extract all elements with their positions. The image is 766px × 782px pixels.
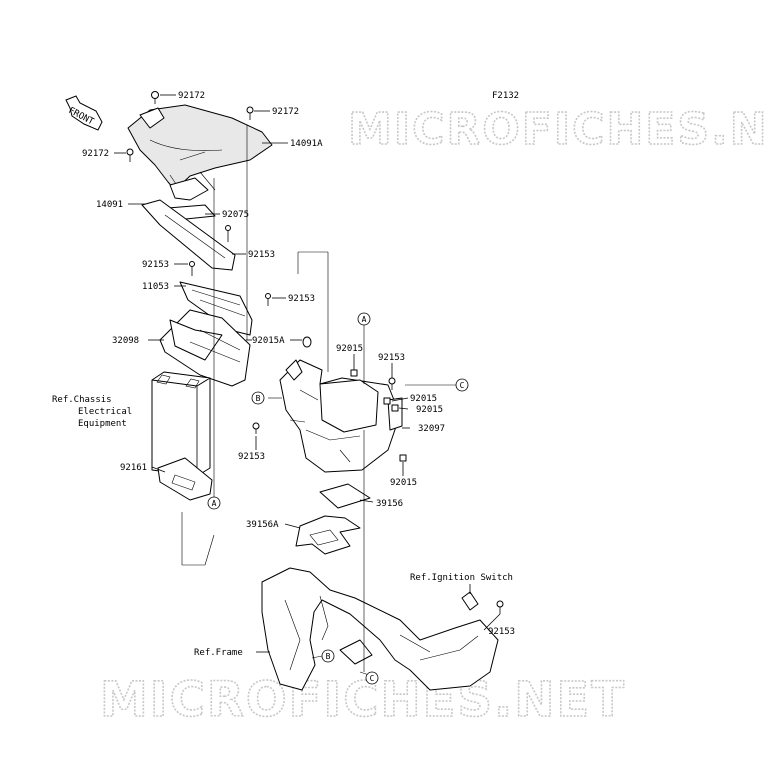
- label-39156: 39156: [376, 499, 403, 509]
- svg-text:C: C: [370, 674, 375, 683]
- svg-text:B: B: [256, 394, 261, 403]
- battery-box-32097: [279, 359, 403, 473]
- pad-39156A: [295, 515, 361, 555]
- label-92153-b: 92153: [142, 260, 169, 270]
- label-92172-top: 92172: [178, 91, 205, 101]
- label-92015A: 92015A: [252, 336, 285, 346]
- label-32098: 32098: [112, 336, 139, 346]
- label-ref-chassis-3: Equipment: [78, 419, 127, 429]
- callout-c-bottom: C: [365, 671, 379, 685]
- screw-92153-d: [388, 377, 396, 390]
- nut-92015-c: [391, 404, 399, 412]
- svg-text:A: A: [212, 499, 217, 508]
- label-92161: 92161: [120, 463, 147, 473]
- label-39156A: 39156A: [246, 520, 279, 530]
- label-92153-a: 92153: [248, 250, 275, 260]
- watermark-bottom: MICROFICHES.NET: [100, 672, 626, 728]
- cover-14091A: [127, 104, 273, 201]
- screw-92172-right: [246, 106, 254, 120]
- front-arrow-icon: FRONT: [65, 95, 103, 131]
- label-ref-chassis-1: Ref.Chassis: [52, 395, 112, 405]
- battery: [151, 371, 211, 477]
- label-92075: 92075: [222, 210, 249, 220]
- callout-a-top: A: [357, 312, 371, 326]
- label-92015-c: 92015: [416, 405, 443, 415]
- label-92172-left: 92172: [82, 149, 109, 159]
- nut-92015-d: [399, 454, 407, 462]
- label-14091: 14091: [96, 200, 123, 210]
- screw-92153-a: [225, 225, 231, 242]
- label-92015-a: 92015: [336, 344, 363, 354]
- leader-lines: [114, 94, 501, 677]
- screw-92172-top: [151, 91, 159, 104]
- screw-92153-b: [189, 261, 195, 276]
- screw-92153-f: [496, 600, 504, 614]
- label-11053: 11053: [142, 282, 169, 292]
- label-ref-chassis-2: Electrical: [78, 407, 132, 417]
- callout-c-top: C: [455, 378, 469, 392]
- label-92153-c: 92153: [288, 294, 315, 304]
- label-ref-frame: Ref.Frame: [194, 648, 243, 658]
- screw-92153-e: [252, 422, 260, 434]
- screw-92172-left: [126, 148, 134, 162]
- pad-39156: [319, 483, 371, 509]
- label-92153-e: 92153: [238, 452, 265, 462]
- bracket-14091: [141, 199, 236, 271]
- label-92153-f: 92153: [488, 627, 515, 637]
- bracket-11053: [179, 281, 253, 336]
- label-32097: 32097: [418, 424, 445, 434]
- nut-92015-b: [383, 397, 391, 405]
- svg-text:C: C: [460, 381, 465, 390]
- label-92172-right: 92172: [272, 107, 299, 117]
- callout-b-top: B: [251, 391, 265, 405]
- label-92015-d: 92015: [390, 478, 417, 488]
- label-ref-ignition: Ref.Ignition Switch: [410, 573, 513, 583]
- nut-92015-a: [350, 369, 358, 377]
- label-92153-d: 92153: [378, 353, 405, 363]
- label-92015-b: 92015: [410, 394, 437, 404]
- callout-b-bottom: B: [321, 649, 335, 663]
- figure-code: F2132: [492, 91, 519, 101]
- label-14091A: 14091A: [290, 139, 323, 149]
- svg-text:A: A: [362, 315, 367, 324]
- svg-text:B: B: [326, 652, 331, 661]
- battery-case-32098: [159, 309, 251, 387]
- callout-a-bottom: A: [207, 496, 221, 510]
- pad-92161: [157, 457, 213, 501]
- watermark-top: MICROFICHES.NET: [348, 104, 766, 155]
- fuse-92015A: [302, 336, 312, 348]
- screw-92153-c: [265, 293, 271, 306]
